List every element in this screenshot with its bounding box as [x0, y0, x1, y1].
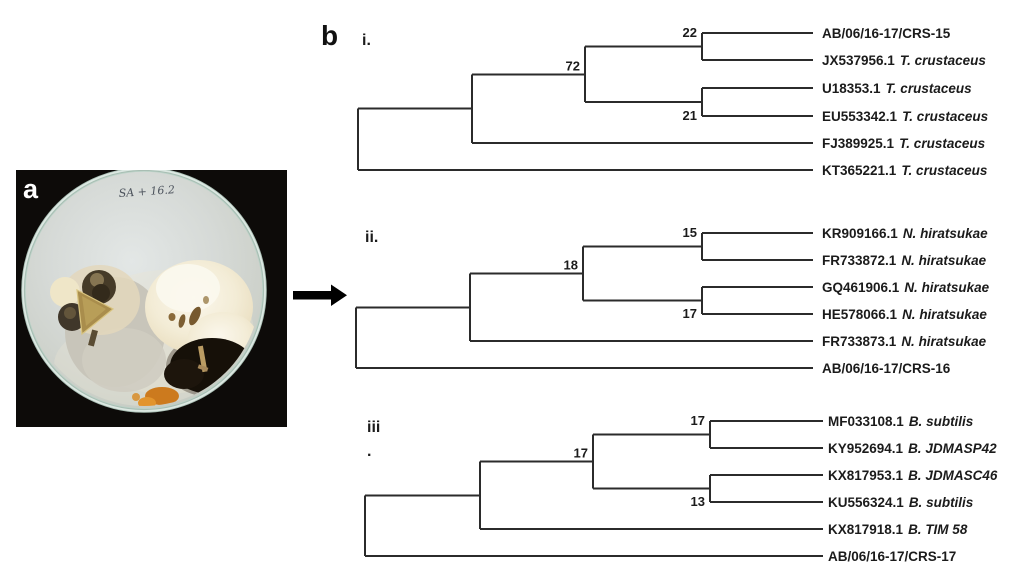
panel-a-label: a [23, 174, 39, 204]
tan-streak [197, 345, 208, 373]
brown-speck [189, 306, 201, 326]
tan-streak-small [197, 364, 209, 372]
dark-colony-left [164, 359, 204, 389]
brown-ring-center [90, 273, 104, 287]
bootstrap-value: 17 [574, 446, 588, 461]
fungal-colonies [50, 260, 259, 406]
panel-a-photo: a SA + 16.2 [16, 170, 287, 427]
taxon-label: AB/06/16-17/CRS-16 [822, 361, 951, 376]
dish-rim-highlight [22, 170, 266, 412]
orange-pigment [138, 397, 156, 406]
tree-section-label: iii [367, 419, 380, 436]
brown-spot-center [64, 307, 76, 319]
cream-spot [50, 277, 80, 307]
arrow-right-icon [293, 284, 347, 306]
tree-section-label: ii. [365, 229, 378, 246]
petri-dish-photo: SA + 16.2 [16, 170, 287, 427]
tan-triangle-inner [82, 296, 106, 326]
taxon-label: AB/06/16-17/CRS-17 [828, 549, 956, 564]
bootstrap-value: 17 [683, 306, 697, 321]
left-gray-colony-lower [82, 328, 166, 392]
tree-section-label: i. [362, 32, 371, 49]
brown-speck [203, 296, 209, 304]
bootstrap-value: 72 [566, 58, 580, 73]
brown-speck [168, 313, 176, 321]
bootstrap-value: 22 [683, 25, 697, 40]
panel-b-label: b [321, 20, 339, 51]
taxon-label: AB/06/16-17/CRS-15 [822, 26, 951, 41]
bootstrap-value: 13 [691, 494, 705, 509]
bootstrap-value: 15 [683, 225, 697, 240]
tree-section-label: . [367, 443, 371, 460]
brown-speck [178, 314, 186, 328]
dish-handwriting: SA + 16.2 [118, 183, 175, 200]
bootstrap-value: 18 [564, 258, 578, 273]
dark-streak [88, 329, 98, 347]
bootstrap-value: 21 [683, 108, 697, 123]
bootstrap-value: 17 [691, 413, 705, 428]
brown-ring-core [92, 284, 110, 302]
orange-pigment [132, 393, 140, 401]
